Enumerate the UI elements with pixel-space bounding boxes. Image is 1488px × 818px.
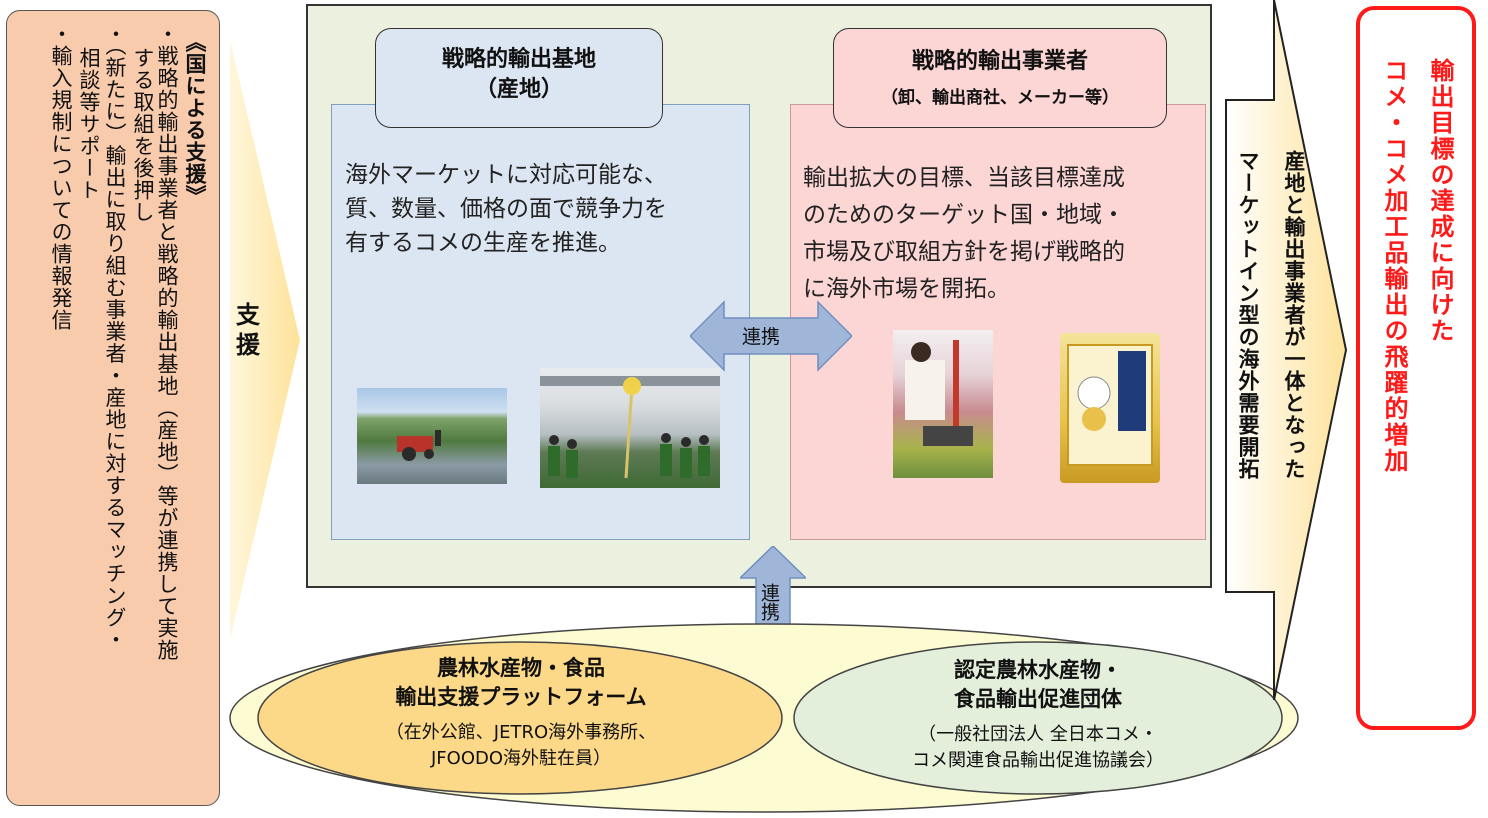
platform-sub-line1: （在外公館、JETRO海外事務所、 [385,722,657,743]
base-text-line: 質、数量、価格の面で競争力を [345,196,667,222]
platform-title: 農林水産物・食品 輸出支援プラットフォーム [260,654,782,712]
support-label-char2: 援 [236,331,260,359]
biz-text-line: 市場及び取組方針を掲げ戦略的 [803,239,1125,265]
promotion-org-subtitle: （一般社団法人 全日本コメ・ コメ関連食品輸出促進協議会） [796,722,1280,774]
market-in-text-1: 産地と輸出事業者が一体となった [1282,150,1306,480]
export-business-header: 戦略的輸出事業者 （卸、輸出商社、メーカー等） [833,28,1167,128]
market-in-text-2: マーケットイン型の海外需要開拓 [1236,150,1260,480]
export-base-title: 戦略的輸出基地 [441,47,596,72]
support-label-char1: 支 [236,301,260,329]
bullet-1-line2: する取組を後押し [131,47,155,223]
export-business-subtitle: （卸、輸出商社、メーカー等） [881,88,1119,108]
bullet-1-col1: ・戦略的輸出事業者と戦略的輸出基地（産地）等が連携して実施 [155,23,179,661]
cooperation-label-horizontal: 連携 [742,326,781,348]
bullet-2-col1: ・（新たに）輸出に取り組む事業者・産地に対するマッチング・ [103,23,127,651]
export-base-subtitle: （産地） [474,77,563,102]
promotion-sub-line1: （一般社団法人 全日本コメ・ [918,724,1158,745]
rice-package-photo [1060,333,1160,483]
bullet-3-col1: ・輸入規制についての情報発信 [49,23,73,331]
cooperation-label-vertical: 連携 [758,583,780,621]
bullet-2-col2: 相談等サポート [77,47,101,201]
export-business-description: 輸出拡大の目標、当該目標達成 のためのターゲット国・地域・ 市場及び取組方針を掲… [803,160,1198,308]
platform-ellipse [257,641,783,795]
rice-planting-photo [357,388,507,484]
bullet-3-line1: 輸入規制についての情報発信 [49,45,73,331]
export-base-description: 海外マーケットに対応可能な、 質、数量、価格の面で競争力を 有するコメの生産を推… [345,158,740,260]
export-base-header: 戦略的輸出基地 （産地） [375,28,663,128]
sales-promotion-photo [893,330,993,478]
export-business-title: 戦略的輸出事業者 [911,49,1088,74]
platform-subtitle: （在外公館、JETRO海外事務所、 JFOODO海外駐在員） [260,720,782,772]
market-in-arrow [1225,0,1348,700]
base-text-line: 有するコメの生産を推進。 [345,230,621,256]
bullet-2-line1: （新たに）輸出に取り組む事業者・産地に対するマッチング・ [103,45,127,651]
biz-text-line: に海外市場を開拓。 [803,276,1010,302]
bullet-2-line2: 相談等サポート [77,47,101,201]
base-text-line: 海外マーケットに対応可能な、 [345,162,667,188]
government-support-panel: 《国による支援》 ・戦略的輸出事業者と戦略的輸出基地（産地）等が連携して実施 す… [6,10,220,806]
support-organizations-ellipse [229,623,1299,813]
bullet-3-mark: ・ [49,23,73,45]
festival-photo [540,368,720,488]
cooperation-horizontal-arrow [690,300,852,372]
bullet-1-col2: する取組を後押し [131,47,155,223]
bullet-2-mark: ・ [103,23,127,45]
promotion-ellipse [793,641,1283,795]
promotion-org-title: 認定農林水産物・ 食品輸出促進団体 [796,656,1280,714]
goal-text-2: コメ・コメ加工品輸出の飛躍的増加 [1380,58,1408,474]
bullet-1-line1: 戦略的輸出事業者と戦略的輸出基地（産地）等が連携して実施 [155,45,179,661]
promotion-title-line2: 食品輸出促進団体 [954,687,1122,711]
bullet-1-mark: ・ [155,23,179,45]
promotion-sub-line2: コメ関連食品輸出促進協議会） [912,750,1164,771]
platform-sub-line2: JFOODO海外駐在員） [430,748,612,769]
promotion-title-line1: 認定農林水産物・ [954,658,1122,682]
government-support-title: 《国による支援》 [183,31,207,207]
export-goal-box [1356,6,1476,730]
platform-title-line1: 農林水産物・食品 [437,656,605,680]
biz-text-line: 輸出拡大の目標、当該目標達成 [803,165,1125,191]
biz-text-line: のためのターゲット国・地域・ [803,202,1125,228]
support-label: 支 援 [236,300,260,360]
goal-text-1: 輸出目標の達成に向けた [1426,58,1454,344]
support-arrow [230,40,300,640]
platform-title-line2: 輸出支援プラットフォーム [395,685,647,709]
